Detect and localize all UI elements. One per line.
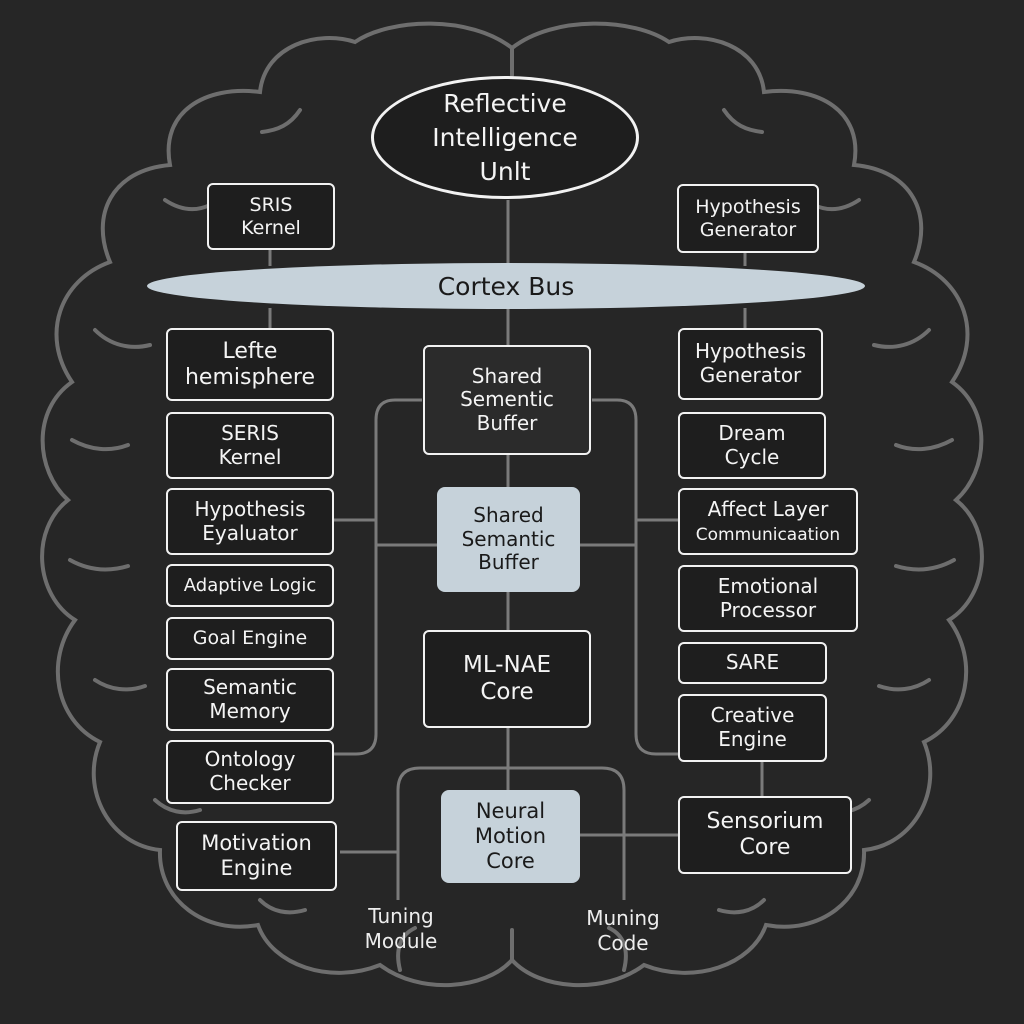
ontology-checker-label: Ontology Checker: [204, 747, 296, 795]
adaptive-logic-label: Adaptive Logic: [183, 574, 317, 596]
hypothesis-generator-label: Hypothesis Generator: [694, 339, 807, 387]
semantic-memory-label: Semantic Memory: [203, 674, 297, 723]
hypothesis-generator-top-label: Hypothesis Generator: [695, 196, 801, 241]
shared-sementic-buffer-label: Shared Sementic Buffer: [460, 363, 554, 435]
seris-kernel: SERIS Kernel: [166, 412, 334, 479]
communication-label: Communicaation: [695, 524, 841, 545]
shared-semantic-buffer-label: Shared Semantic Buffer: [461, 503, 556, 575]
sris-kernel-top-label: SRIS Kernel: [241, 194, 301, 239]
hypothesis-generator: Hypothesis Generator: [678, 328, 823, 400]
reflective-intelligence-unit-label: Reflective Intelligence Unlt: [432, 88, 578, 186]
sare-label: SARE: [725, 650, 780, 675]
sare: SARE: [678, 642, 827, 684]
emotional-processor-label: Emotional Processor: [717, 573, 819, 622]
emotional-processor: Emotional Processor: [678, 565, 858, 632]
left-hemisphere-label: Lefte hemisphere: [184, 338, 316, 390]
sensorium-core: Sensorium Core: [678, 796, 852, 874]
motivation-engine: Motivation Engine: [176, 821, 337, 891]
cortex-bus: Cortex Bus: [147, 263, 865, 309]
cortex-bus-label: Cortex Bus: [437, 271, 575, 301]
neural-motion-core-label: Neural Motion Core: [474, 799, 547, 873]
creative-engine-label: Creative Engine: [710, 703, 795, 751]
adaptive-logic: Adaptive Logic: [166, 564, 334, 607]
dream-cycle-label: Dream Cycle: [718, 420, 786, 469]
affect-layer-communication: Affect Layer Communicaation: [678, 488, 858, 555]
affect-layer-label: Affect Layer: [707, 497, 829, 522]
ml-nae-core-label: ML-NAE Core: [462, 651, 552, 705]
reflective-intelligence-unit: Reflective Intelligence Unlt: [371, 76, 639, 199]
dream-cycle: Dream Cycle: [678, 412, 826, 479]
seris-kernel-label: SERIS Kernel: [218, 420, 282, 469]
tuning-module-label: Tuning Module: [364, 904, 438, 953]
creative-engine: Creative Engine: [678, 694, 827, 762]
left-hemisphere: Lefte hemisphere: [166, 328, 334, 401]
ml-nae-core: ML-NAE Core: [423, 630, 591, 728]
hypothesis-generator-top: Hypothesis Generator: [677, 184, 819, 253]
semantic-memory: Semantic Memory: [166, 668, 334, 731]
shared-sementic-buffer: Shared Sementic Buffer: [423, 345, 591, 455]
goal-engine: Goal Engine: [166, 617, 334, 660]
motivation-engine-label: Motivation Engine: [201, 831, 312, 880]
sris-kernel-top: SRIS Kernel: [207, 183, 335, 250]
neural-motion-core: Neural Motion Core: [441, 790, 580, 883]
hypothesis-evaluator: Hypothesis Eyaluator: [166, 488, 334, 555]
goal-engine-label: Goal Engine: [192, 627, 308, 650]
ontology-checker: Ontology Checker: [166, 740, 334, 804]
muning-code-label: Muning Code: [586, 906, 660, 955]
hypothesis-evaluator-label: Hypothesis Eyaluator: [194, 496, 306, 545]
sensorium-core-label: Sensorium Core: [706, 809, 824, 860]
shared-semantic-buffer: Shared Semantic Buffer: [437, 487, 580, 592]
